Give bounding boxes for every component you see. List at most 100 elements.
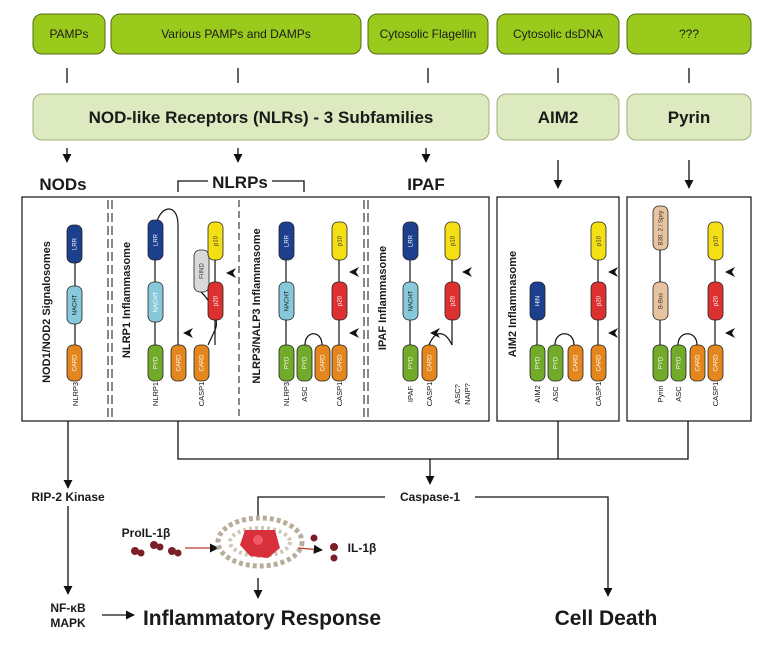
inflammatory-response-label: Inflammatory Response — [143, 607, 381, 630]
proil1b-label: ProIL-1β — [122, 526, 171, 540]
nlrp1-p20-domain-label: p20 — [214, 295, 220, 306]
aim2-p10-domain-label: p10 — [597, 235, 603, 246]
ipaf-label-casp1: CASP1 — [425, 382, 434, 407]
mapk-label: MAPK — [50, 616, 86, 630]
receptor-boxes: NOD-like Receptors (NLRs) - 3 Subfamilie… — [32, 93, 752, 141]
subfamily-ipaf: IPAF — [407, 175, 444, 194]
nlrp3-pyd1-domain: PYD — [278, 344, 295, 382]
caspase1-complex-icon — [215, 515, 305, 569]
nod-lrr-domain-label: LRR — [73, 237, 79, 250]
pyrin-p10-domain: p10 — [707, 221, 724, 261]
nlrp1-card1-domain-label: CARD — [177, 354, 183, 372]
aim2-card2-domain: CARD — [590, 344, 607, 382]
pathway-lines — [63, 421, 689, 620]
ipaf-p20-domain-label: p20 — [451, 295, 457, 306]
ipaf-nacht-domain-label: NACHT — [409, 290, 415, 311]
nod-lrr-domain: LRR — [66, 224, 83, 264]
aim2-hin-domain-label: HIN — [536, 296, 542, 306]
aim2-pyd2-domain-label: PYD — [554, 356, 560, 369]
nlrp1-p10-domain-label: p10 — [214, 235, 220, 246]
nlrp3-lrr-domain-label: LRR — [285, 234, 291, 247]
pyrin-b30-domain: B30. 2 / Spry — [652, 205, 669, 251]
aim2-pyd1-domain: PYD — [529, 344, 546, 382]
ligand-label-unknown: ??? — [679, 27, 699, 41]
pyrin-p10-domain-label: p10 — [714, 235, 720, 246]
nlrp1-card2-domain: CARD — [193, 344, 210, 382]
aim2-receptor-label: AIM2 — [538, 108, 579, 127]
il1b-label: IL-1β — [348, 541, 377, 555]
title-nlrp1: NLRP1 Inflammasome — [121, 242, 133, 358]
ligand-label-flagellin: Cytosolic Flagellin — [380, 27, 477, 41]
pyrin-bbox-domain-label: B-Box — [659, 293, 665, 309]
nlrp3-card1-domain-label: CARD — [321, 354, 327, 372]
ligand-label-various: Various PAMPs and DAMPs — [161, 27, 311, 41]
nlrp1-p20-domain: p20 — [207, 281, 224, 321]
pyrin-pyd1-domain: PYD — [652, 344, 669, 382]
nlrp3-p20-domain-label: p20 — [338, 295, 344, 306]
pyrin-card1-domain: CARD — [689, 344, 706, 382]
pyrin-card2-domain-label: CARD — [714, 354, 720, 372]
aim2-p20-domain: p20 — [590, 281, 607, 321]
nlrp1-nacht-domain-label: NACHT — [154, 291, 160, 312]
aim2-label-aim2: AIM2 — [533, 385, 542, 403]
nlrp3-pyd2-domain: PYD — [296, 344, 313, 382]
nlrp3-p20-domain: p20 — [331, 281, 348, 321]
nlrp3-p10-domain-label: p10 — [338, 235, 344, 246]
proil1b-processing: ProIL-1β IL-1β — [122, 515, 377, 569]
nfkb-label: NF-κB — [50, 601, 86, 615]
nlrp3-card2-domain-label: CARD — [338, 354, 344, 372]
pyrin-card1-domain-label: CARD — [696, 354, 702, 372]
subfamily-nlrps: NLRPs — [212, 173, 268, 192]
pyrin-p20-domain-label: p20 — [714, 295, 720, 306]
aim2-p20-domain-label: p20 — [597, 295, 603, 306]
nlrp1-lrr-domain: LRR — [147, 219, 164, 261]
nlrp3-lrr-domain: LRR — [278, 221, 295, 261]
ipaf-p10-domain-label: p10 — [451, 235, 457, 246]
nlrp3-label-nlrp3: NLRP3 — [282, 382, 291, 406]
nlrp3-card1-domain: CARD — [314, 344, 331, 382]
nlrp3-label-asc: ASC — [300, 386, 309, 402]
domain-pills: LRR NACHT CARD LRR NACHT PYD CARD FIIND CARD p10 p… — [66, 205, 724, 382]
aim2-label-asc: ASC — [551, 386, 560, 402]
ipaf-pyd-domain-label: PYD — [409, 356, 415, 369]
nod-nacht-domain-label: NACHT — [73, 294, 79, 315]
title-nod: NOD1/NOD2 Signalosomes — [41, 241, 53, 383]
ligand-boxes: PAMPs Various PAMPs and DAMPs Cytosolic … — [32, 13, 752, 55]
proil1b-molecules — [131, 541, 182, 557]
title-ipaf: IPAF Inflammasome — [377, 246, 389, 350]
nlrp3-nacht-domain: NACHT — [278, 281, 295, 321]
ligand-label-dsdna: Cytosolic dsDNA — [513, 27, 603, 41]
ipaf-nacht-domain: NACHT — [402, 281, 419, 321]
ipaf-p10-domain: p10 — [444, 221, 461, 261]
nod-label-nlrp3: NLRP3 — [71, 382, 80, 406]
ipaf-label-naip: NAIP? — [463, 383, 472, 405]
nlrp3-pyd1-domain-label: PYD — [285, 356, 291, 369]
aim2-pyd1-domain-label: PYD — [536, 356, 542, 369]
aim2-card1-domain-label: CARD — [574, 354, 580, 372]
ligand-label-pamps: PAMPs — [49, 27, 88, 41]
panel-dividers — [107, 200, 369, 418]
title-aim2: AIM2 Inflammasome — [507, 251, 519, 357]
nlrp1-label-nlrp1: NLRP1 — [151, 382, 160, 406]
ipaf-lrr-domain: LRR — [402, 221, 419, 261]
ipaf-label-ipaf: IPAF — [406, 386, 415, 403]
nlrp3-label-casp1: CASP1 — [335, 382, 344, 407]
nlrp3-p10-domain: p10 — [331, 221, 348, 261]
subfamily-nods: NODs — [39, 175, 86, 194]
nlrp3-card2-domain: CARD — [331, 344, 348, 382]
ipaf-p20-domain: p20 — [444, 281, 461, 321]
pyrin-pyd2-domain: PYD — [670, 344, 687, 382]
pyrin-receptor-label: Pyrin — [668, 108, 711, 127]
nod-nacht-domain: NACHT — [66, 285, 83, 325]
il1b-molecules — [310, 534, 338, 562]
aim2-card2-domain-label: CARD — [597, 354, 603, 372]
nod-card-domain-label: CARD — [73, 354, 79, 372]
nlrp1-fiind-domain: FIIND — [193, 249, 210, 293]
ipaf-card-domain: CARD — [421, 344, 438, 382]
aim2-p10-domain: p10 — [590, 221, 607, 261]
pyrin-card2-domain: CARD — [707, 344, 724, 382]
nlrp1-pyd-domain-label: PYD — [154, 356, 160, 369]
receptor-arrows — [62, 148, 694, 192]
nlrp3-nacht-domain-label: NACHT — [285, 290, 291, 311]
